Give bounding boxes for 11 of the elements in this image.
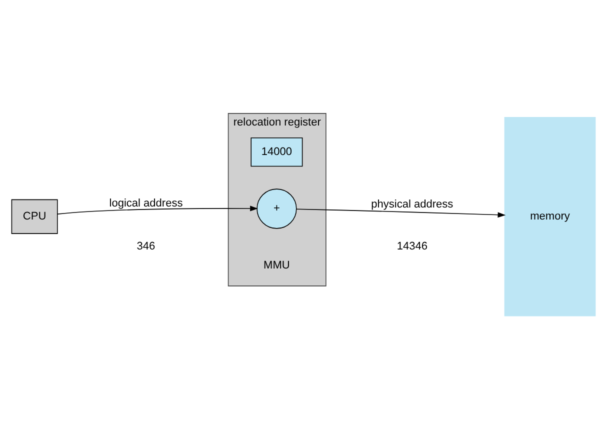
edge-label: logical address — [109, 198, 183, 210]
node-box: 14000 — [250, 137, 303, 167]
label: 14346 — [396, 240, 428, 252]
node-box: CPU — [11, 199, 58, 234]
label: 346 — [136, 240, 156, 252]
node-box: memory — [504, 117, 596, 316]
arrow — [296, 208, 506, 218]
node-label: MMU — [264, 259, 290, 272]
node-circle: + — [256, 188, 297, 229]
edge-label: physical address — [371, 198, 454, 210]
arrow — [57, 206, 258, 214]
